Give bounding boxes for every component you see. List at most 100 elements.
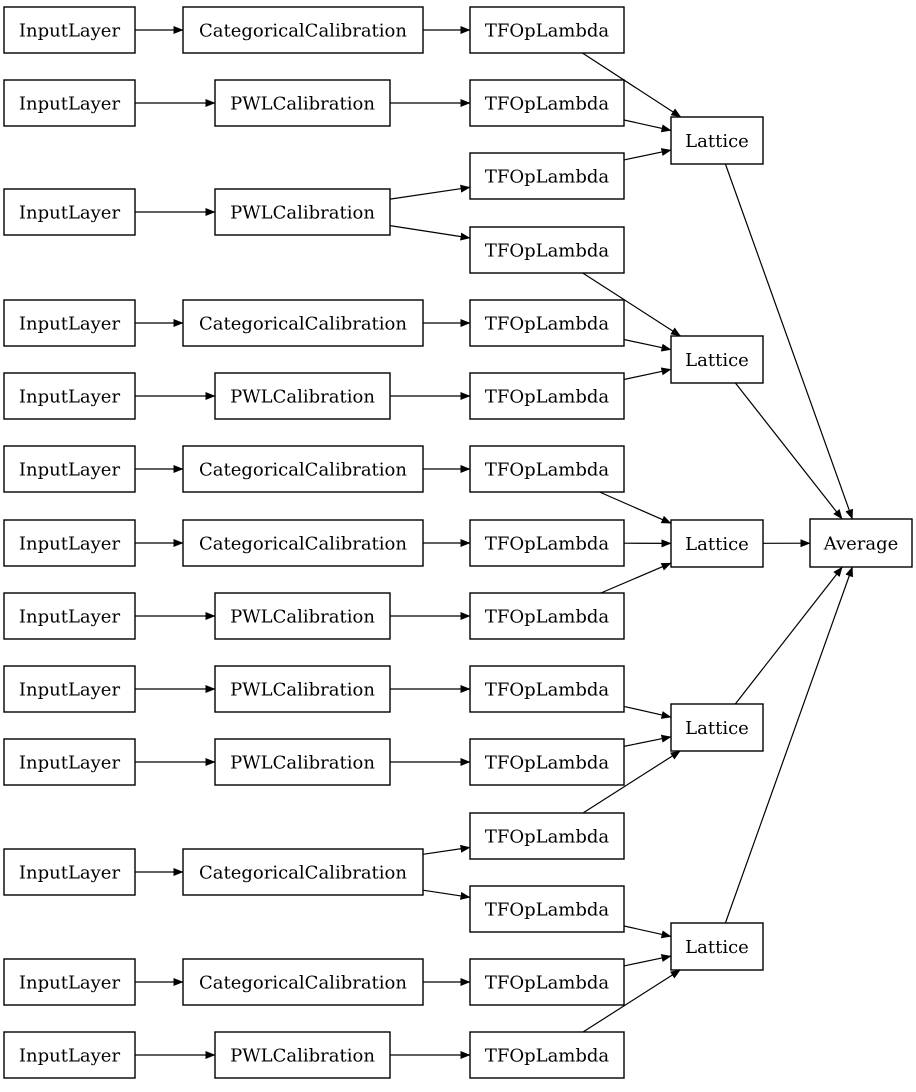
node-label-in7: InputLayer (19, 534, 121, 555)
node-tf14: TFOpLambda (470, 959, 624, 1005)
edge-tf2-to-lat1 (624, 120, 671, 130)
node-label-tf2: TFOpLambda (485, 94, 610, 115)
node-tf1: TFOpLambda (470, 7, 624, 53)
node-tf4: TFOpLambda (470, 227, 624, 273)
edge-tf10-to-lat4 (624, 706, 671, 717)
node-tf9: TFOpLambda (470, 593, 624, 639)
node-label-pc4: PWLCalibration (230, 607, 375, 628)
node-label-tf13: TFOpLambda (485, 900, 610, 921)
node-in11: InputLayer (4, 849, 135, 895)
node-label-avg: Average (823, 534, 899, 555)
node-pc7: PWLCalibration (215, 1032, 390, 1078)
node-tf3: TFOpLambda (470, 153, 624, 199)
node-label-tf11: TFOpLambda (485, 753, 610, 774)
node-tf5: TFOpLambda (470, 300, 624, 346)
node-lat1: Lattice (671, 117, 763, 164)
node-label-pc6: PWLCalibration (230, 753, 375, 774)
node-label-tf9: TFOpLambda (485, 607, 610, 628)
node-in8: InputLayer (4, 593, 135, 639)
node-label-lat4: Lattice (685, 718, 749, 739)
node-in1: InputLayer (4, 7, 135, 53)
edge-lat2-to-avg (735, 383, 842, 519)
node-label-pc2: PWLCalibration (230, 203, 375, 224)
node-pc5: PWLCalibration (215, 666, 390, 712)
node-label-lat1: Lattice (685, 131, 749, 152)
edge-pc2-to-tf3 (390, 187, 470, 199)
node-in10: InputLayer (4, 739, 135, 785)
node-cc2: CategoricalCalibration (183, 300, 423, 346)
node-label-tf6: TFOpLambda (485, 387, 610, 408)
node-label-tf8: TFOpLambda (485, 534, 610, 555)
node-label-lat5: Lattice (685, 937, 749, 958)
node-tf11: TFOpLambda (470, 739, 624, 785)
node-cc1: CategoricalCalibration (183, 7, 423, 53)
node-label-in13: InputLayer (19, 1046, 121, 1067)
edge-cc5-to-tf13 (423, 890, 470, 897)
edge-tf3-to-lat1 (624, 150, 671, 160)
node-label-in10: InputLayer (19, 753, 121, 774)
node-cc5: CategoricalCalibration (183, 849, 423, 895)
node-lat2: Lattice (671, 336, 763, 383)
edge-tf13-to-lat5 (624, 926, 671, 936)
node-label-cc4: CategoricalCalibration (199, 534, 407, 555)
node-tf10: TFOpLambda (470, 666, 624, 712)
node-pc2: PWLCalibration (215, 189, 390, 235)
edge-tf9-to-lat3 (601, 563, 671, 593)
edge-tf7-to-lat3 (600, 492, 672, 523)
node-label-in6: InputLayer (19, 460, 121, 481)
node-tf2: TFOpLambda (470, 80, 624, 126)
node-in13: InputLayer (4, 1032, 135, 1078)
node-in6: InputLayer (4, 446, 135, 492)
node-label-tf3: TFOpLambda (485, 167, 610, 188)
node-label-tf7: TFOpLambda (485, 460, 610, 481)
edge-lat4-to-avg (735, 567, 842, 704)
node-tf7: TFOpLambda (470, 446, 624, 492)
edge-tf14-to-lat5 (624, 956, 671, 966)
node-tf6: TFOpLambda (470, 373, 624, 419)
node-label-tf12: TFOpLambda (485, 827, 610, 848)
node-in4: InputLayer (4, 300, 135, 346)
node-label-pc3: PWLCalibration (230, 387, 375, 408)
node-label-tf4: TFOpLambda (485, 241, 610, 262)
node-label-cc5: CategoricalCalibration (199, 863, 407, 884)
node-label-in3: InputLayer (19, 203, 121, 224)
node-lat3: Lattice (671, 520, 763, 567)
node-label-pc7: PWLCalibration (230, 1046, 375, 1067)
node-pc1: PWLCalibration (215, 80, 390, 126)
node-cc3: CategoricalCalibration (183, 446, 423, 492)
node-label-lat2: Lattice (685, 350, 749, 371)
node-label-in1: InputLayer (19, 21, 121, 42)
edge-tf11-to-lat4 (624, 737, 671, 747)
node-lat4: Lattice (671, 704, 763, 751)
node-pc6: PWLCalibration (215, 739, 390, 785)
node-in12: InputLayer (4, 959, 135, 1005)
node-label-cc1: CategoricalCalibration (199, 21, 407, 42)
node-tf15: TFOpLambda (470, 1032, 624, 1078)
node-label-tf5: TFOpLambda (485, 314, 610, 335)
edge-tf5-to-lat2 (624, 340, 671, 350)
node-label-tf1: TFOpLambda (485, 21, 610, 42)
node-label-cc2: CategoricalCalibration (199, 314, 407, 335)
node-tf13: TFOpLambda (470, 886, 624, 932)
node-in3: InputLayer (4, 189, 135, 235)
node-label-in2: InputLayer (19, 94, 121, 115)
node-cc6: CategoricalCalibration (183, 959, 423, 1005)
node-in5: InputLayer (4, 373, 135, 419)
node-label-in8: InputLayer (19, 607, 121, 628)
node-label-pc5: PWLCalibration (230, 680, 375, 701)
edge-tf6-to-lat2 (624, 369, 671, 379)
node-pc4: PWLCalibration (215, 593, 390, 639)
node-label-tf15: TFOpLambda (485, 1046, 610, 1067)
node-label-pc1: PWLCalibration (230, 94, 375, 115)
node-tf12: TFOpLambda (470, 813, 624, 859)
node-pc3: PWLCalibration (215, 373, 390, 419)
node-cc4: CategoricalCalibration (183, 520, 423, 566)
edge-pc2-to-tf4 (390, 226, 470, 238)
edge-cc5-to-tf12 (423, 847, 470, 854)
node-label-cc6: CategoricalCalibration (199, 973, 407, 994)
node-label-tf14: TFOpLambda (485, 973, 610, 994)
node-label-lat3: Lattice (685, 534, 749, 555)
node-in7: InputLayer (4, 520, 135, 566)
